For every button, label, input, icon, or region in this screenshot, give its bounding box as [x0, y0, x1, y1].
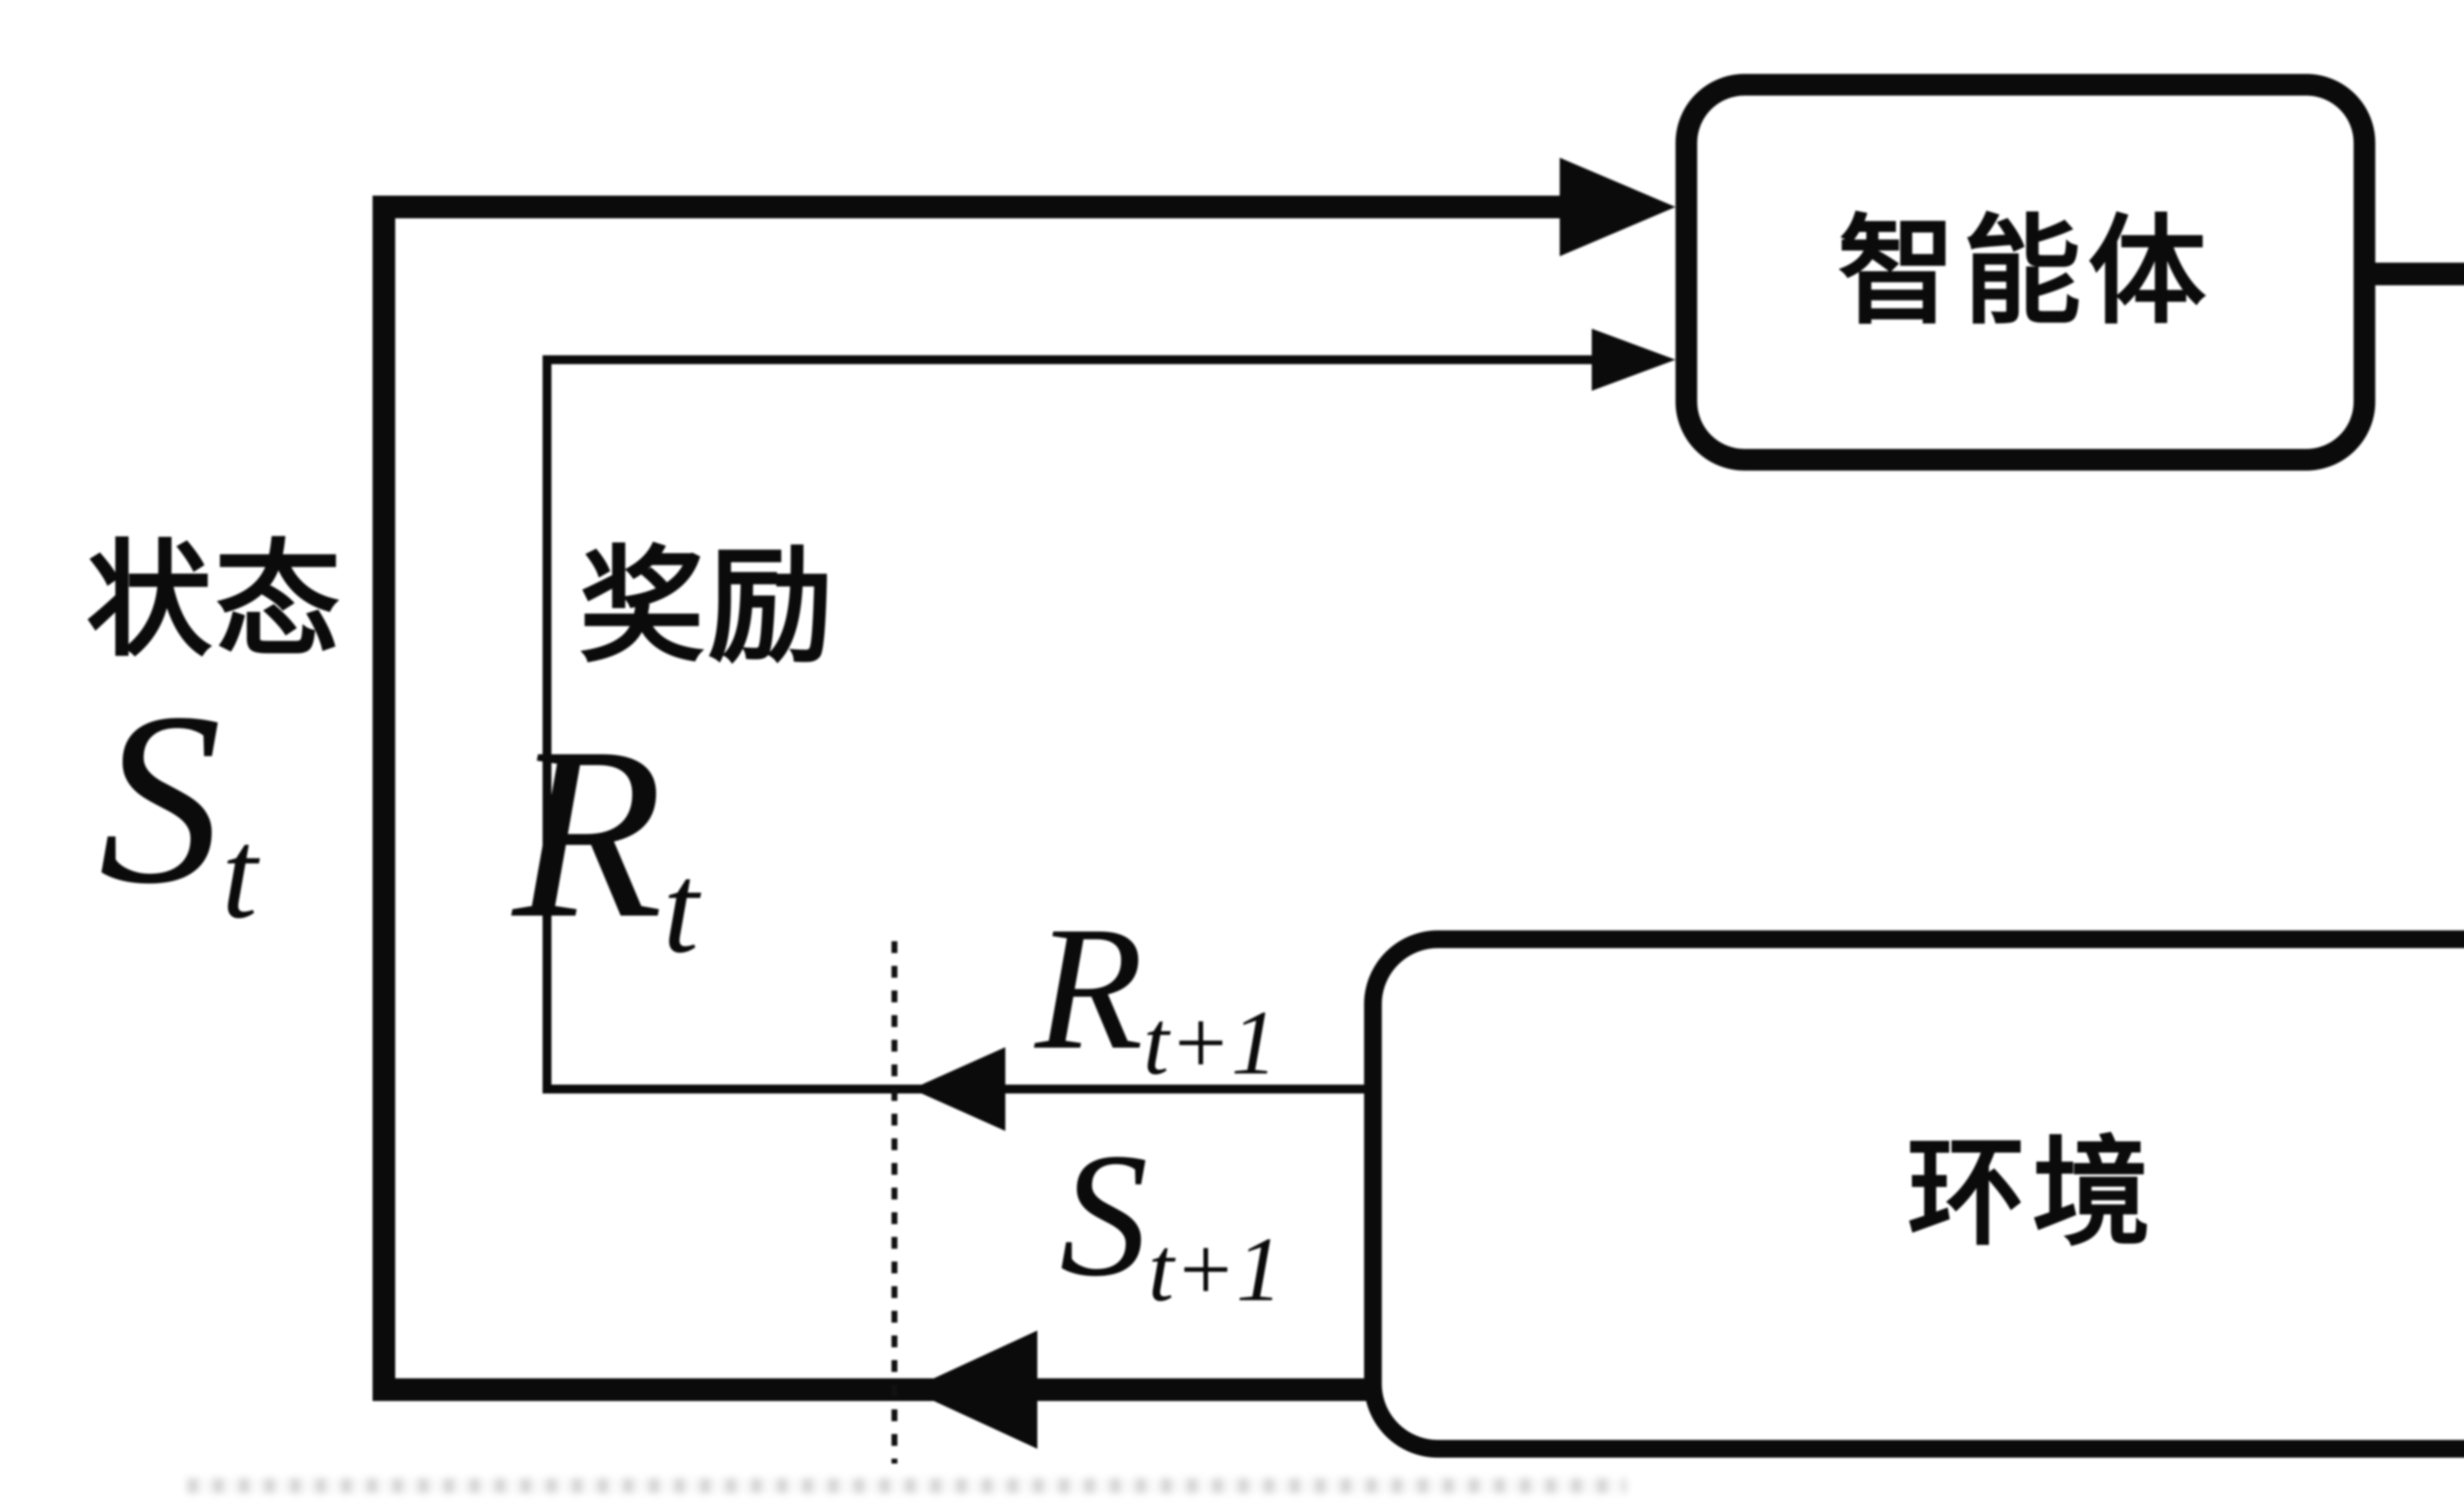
reward-label-zh: 奖励: [579, 539, 837, 678]
next-reward-arrowhead-icon: [912, 1047, 1005, 1131]
environment-node: 环境: [1364, 930, 2464, 1458]
agent-label: 智能体: [1837, 206, 2213, 338]
agent-node: 智能体: [1676, 74, 2375, 471]
reward-line-top: [543, 355, 1597, 364]
reward-line-vertical: [543, 355, 551, 1093]
next-state-symbol-sub: t+1: [1148, 1218, 1282, 1321]
state-symbol-sub: t: [222, 803, 258, 945]
next-reward-symbol-sub: t+1: [1143, 991, 1277, 1094]
next-state-arrowhead-icon: [909, 1331, 1037, 1449]
state-line-top: [373, 196, 1567, 218]
timestep-dashed-line: [891, 941, 897, 1464]
next-reward-symbol: Rt+1: [1035, 899, 1277, 1089]
next-state-symbol-base: S: [1060, 1116, 1148, 1313]
reward-symbol-base: R: [513, 696, 663, 969]
next-state-line-bottom: [373, 1378, 1388, 1401]
reward-symbol-sub: t: [663, 837, 699, 980]
state-symbol: St: [99, 675, 257, 938]
state-label-zh: 状态: [86, 533, 344, 672]
jpeg-artifact-strip: [187, 1478, 1626, 1493]
state-line-vertical: [373, 196, 395, 1401]
state-symbol-base: S: [99, 662, 222, 935]
next-reward-symbol-base: R: [1035, 889, 1143, 1086]
environment-label: 环境: [1907, 1128, 2157, 1260]
reward-arrowhead-into-agent-icon: [1592, 329, 1676, 391]
reward-symbol: Rt: [513, 710, 699, 973]
state-arrowhead-into-agent-icon: [1560, 158, 1676, 256]
next-state-symbol: St+1: [1060, 1126, 1282, 1316]
action-line-top: [2365, 263, 2464, 285]
